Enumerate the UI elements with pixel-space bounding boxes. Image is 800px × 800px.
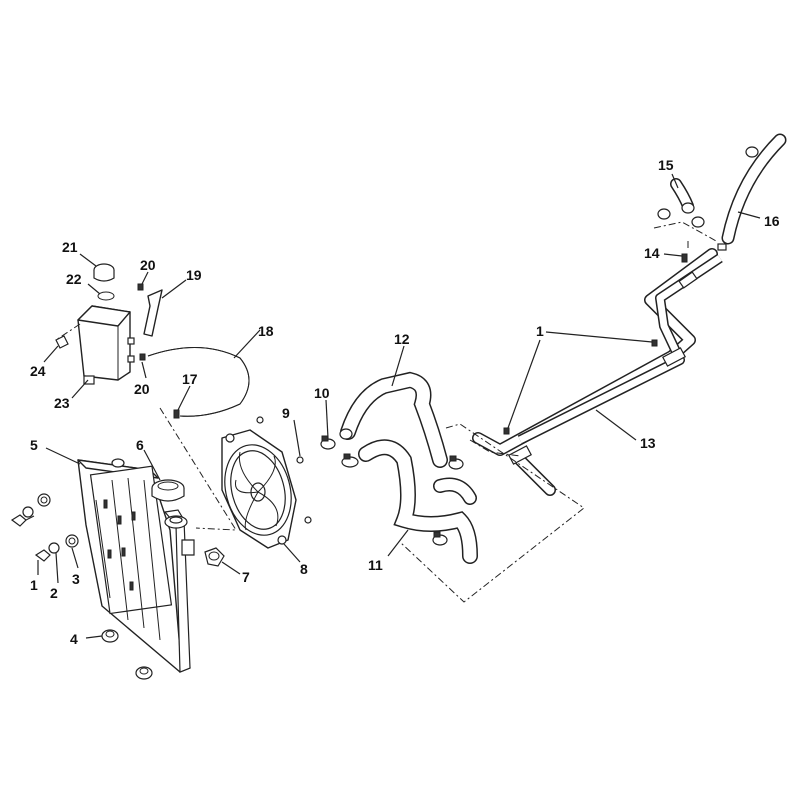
- cooling-fan: [221, 429, 297, 549]
- tank-clip: [55, 335, 69, 349]
- bolt-left-upper: [10, 506, 35, 527]
- callout-13: 13: [640, 435, 656, 451]
- coolant-pipe-assembly: [472, 248, 723, 496]
- callout-2: 2: [50, 585, 58, 601]
- radiator-cap: [151, 479, 185, 502]
- mount-rubber-bottom: [135, 666, 153, 680]
- hose-clamp-right: [448, 455, 464, 470]
- callout-23: 23: [54, 395, 70, 411]
- radiator: [77, 458, 195, 673]
- hose-clip-lower: [139, 353, 146, 361]
- callout-3: 3: [72, 571, 80, 587]
- callout-10: 10: [314, 385, 330, 401]
- callout-14: 14: [644, 245, 660, 261]
- bolt-left-lower: [34, 542, 60, 562]
- callout-20: 20: [140, 257, 156, 273]
- callout-24: 24: [30, 363, 46, 379]
- upper-radiator-hose: [339, 371, 448, 468]
- callout-19: 19: [186, 267, 202, 283]
- callout-7: 7: [242, 569, 250, 585]
- callout-1: 1: [30, 577, 38, 593]
- callout-21: 21: [62, 239, 78, 255]
- callout-8: 8: [300, 561, 308, 577]
- callout-15: 15: [658, 157, 674, 173]
- lower-radiator-hose: [358, 439, 478, 564]
- callout-16: 16: [764, 213, 780, 229]
- pipe-screw: [681, 253, 688, 263]
- callout-5: 5: [30, 437, 38, 453]
- hose-clip-upper: [137, 283, 144, 291]
- grommet-upper: [37, 493, 51, 507]
- callout-22: 22: [66, 271, 82, 287]
- callout-20-repeat: 20: [134, 381, 150, 397]
- bleed-hose-clip: [173, 409, 180, 419]
- callout-17: 17: [182, 371, 198, 387]
- grommet-lower: [65, 534, 79, 548]
- short-hose: [657, 178, 727, 251]
- expansion-tank: [77, 305, 135, 385]
- callout-12: 12: [394, 331, 410, 347]
- long-hose: [721, 133, 787, 245]
- callout-18: 18: [258, 323, 274, 339]
- pipe-bolt-lower: [503, 427, 510, 435]
- callout-11: 11: [368, 557, 383, 573]
- hose-clamp-lower: [432, 531, 448, 546]
- bleed-hose: [147, 347, 250, 417]
- drain-plug: [204, 547, 225, 567]
- callout-6: 6: [136, 437, 144, 453]
- overflow-hose: [143, 289, 163, 337]
- hose-clamp-middle: [341, 453, 359, 468]
- callout-labels: 1 2 3 4 5 6 7 8 9 10 11 12 13 14 15 16 1…: [30, 157, 780, 647]
- assembly-guides: [55, 221, 719, 603]
- pipe-bolt-upper: [651, 339, 658, 347]
- callout-9: 9: [282, 405, 290, 421]
- mount-rubber: [101, 629, 119, 643]
- fan-screws: [256, 416, 312, 524]
- tank-cap: [93, 263, 115, 282]
- callout-4: 4: [70, 631, 78, 647]
- leader-lines: [37, 173, 761, 639]
- hose-clamp-upper: [320, 435, 336, 450]
- tank-cap-seal: [97, 291, 115, 301]
- callout-1-repeat: 1: [536, 323, 544, 339]
